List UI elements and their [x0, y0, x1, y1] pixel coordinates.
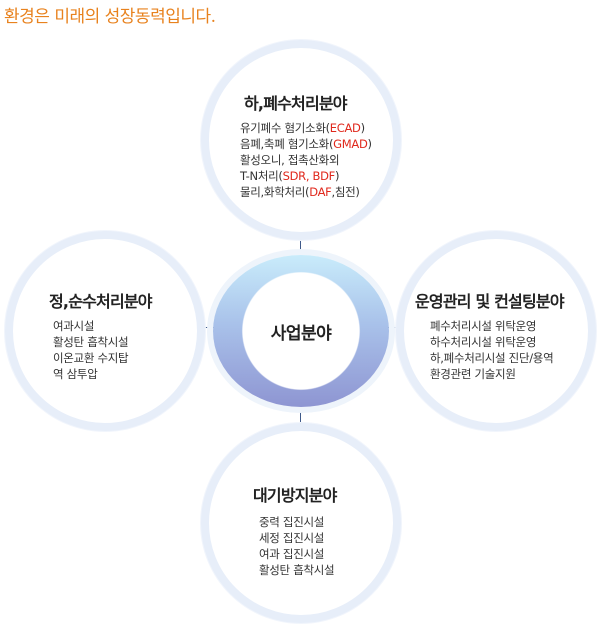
center-circle: [213, 255, 389, 407]
sector-circle-left: [5, 231, 205, 431]
list-item: T-N처리(SDR, BDF): [240, 169, 340, 183]
list-item: 중력 집진시설: [259, 515, 325, 529]
center-label: 사업분야: [270, 323, 332, 344]
list-item: 세정 집진시설: [259, 531, 325, 545]
list-item: 음폐,축폐 혐기소화(GMAD): [240, 137, 372, 151]
list-item: 여과시설: [53, 319, 95, 333]
list-item: 역 삼투압: [53, 367, 98, 381]
list-item: 환경관련 기술지원: [430, 367, 516, 381]
list-item: 활성오니, 접촉산화외: [240, 153, 340, 167]
list-item: 폐수처리시설 위탁운영: [430, 319, 537, 333]
list-item: 물리,화학처리(DAF,침전): [240, 185, 360, 199]
connector-bottom: [300, 407, 301, 423]
list-item: 이온교환 수지탑: [53, 351, 129, 365]
sector-list-wastewater: 유기폐수 혐기소화(ECAD) 음폐,축폐 혐기소화(GMAD) 활성오니, 접…: [240, 120, 372, 200]
sector-list-purewater: 여과시설 활성탄 흡착시설 이온교환 수지탑 역 삼투압: [53, 318, 129, 382]
sector-title-air-pollution: 대기방지분야: [253, 486, 337, 505]
sector-circle-bottom: [201, 423, 401, 623]
list-item: 하수처리시설 위탁운영: [430, 335, 537, 349]
list-item: 하,폐수처리시설 진단/용역: [430, 351, 554, 365]
connector-top: [300, 239, 301, 255]
list-item: 활성탄 흡착시설: [53, 335, 129, 349]
list-item: 활성탄 흡착시설: [259, 563, 335, 577]
sector-circle-right: [396, 231, 596, 431]
page-headline: 환경은 미래의 성장동력입니다.: [4, 7, 216, 27]
sector-list-air-pollution: 중력 집진시설 세정 집진시설 여과 집진시설 활성탄 흡착시설: [259, 514, 335, 578]
connector-left: [203, 327, 219, 328]
sector-circle-top: [201, 40, 401, 240]
sector-title-wastewater: 하,폐수처리분야: [244, 94, 348, 113]
sector-title-purewater: 정,순수처리분야: [49, 292, 153, 311]
sector-title-operation-consulting: 운영관리 및 컨설팅분야: [415, 292, 565, 311]
sector-list-operation-consulting: 폐수처리시설 위탁운영 하수처리시설 위탁운영 하,폐수처리시설 진단/용역 환…: [430, 318, 554, 382]
connector-right: [382, 327, 398, 328]
list-item: 유기폐수 혐기소화(ECAD): [240, 121, 365, 135]
list-item: 여과 집진시설: [259, 547, 325, 561]
